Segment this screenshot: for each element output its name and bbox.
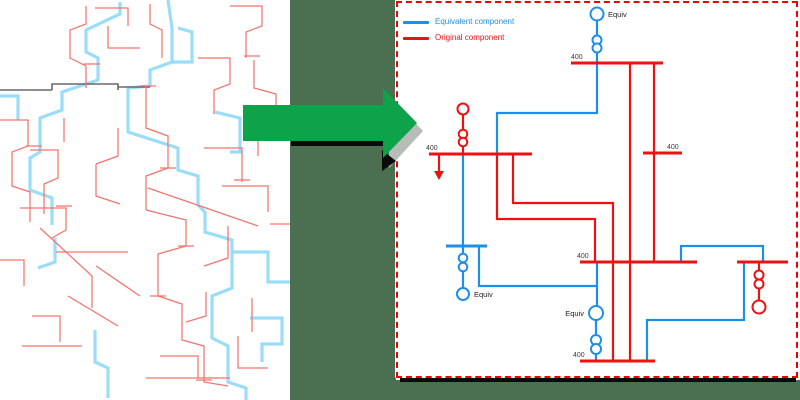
equiv-label-left: Equiv (474, 290, 493, 299)
bus-mid-label: 400 (577, 253, 589, 260)
network-red-line (185, 292, 207, 323)
legend-equivalent-line-swatch (403, 20, 429, 24)
network-red-line (204, 147, 243, 182)
blue-trans-top-b (591, 42, 603, 54)
legend-equivalent-label: Equivalent component (435, 17, 515, 26)
network-red-line (145, 209, 187, 296)
network-red-line (147, 187, 259, 227)
blue-link-busequiv-midgen (477, 246, 597, 288)
network-red-line (253, 60, 277, 120)
blue-trans-left-a (457, 252, 469, 264)
blue-gen-top-circle (589, 6, 605, 22)
legend-original-label: Original component (435, 33, 505, 42)
network-cyan-line (172, 26, 194, 64)
network-red-line (0, 259, 25, 286)
equiv-label-bottom: Equiv (565, 309, 584, 318)
network-cyan-line (250, 316, 284, 362)
network-red-line (160, 355, 199, 378)
network-red-line (69, 6, 87, 88)
bus-left-label: 400 (426, 145, 438, 152)
network-red-line (107, 26, 140, 49)
network-red-line (67, 295, 119, 327)
network-red-line (145, 86, 169, 210)
red-trans-top-b (457, 136, 469, 148)
original-network-diagram (0, 0, 290, 400)
equiv-label-top: Equiv (608, 10, 627, 19)
network-cyan-line (214, 110, 242, 154)
network-red-line (95, 128, 119, 165)
network-red-line (20, 207, 67, 239)
legend-original-line-swatch (403, 36, 429, 40)
network-cyan-line (0, 94, 20, 120)
load-arrow-head (434, 171, 444, 180)
blue-link-busbottom-busfarright (645, 262, 746, 361)
network-red-line (32, 315, 61, 342)
red-line-busleft-busbottom (511, 154, 615, 361)
network-red-line (30, 149, 59, 214)
network-red-line (0, 119, 31, 222)
bus-right-stub-label: 400 (667, 144, 679, 151)
red-gen-right-circle (751, 299, 767, 315)
network-red-line (237, 336, 268, 369)
network-red-line (203, 226, 229, 267)
legend-item-equivalent: Equivalent component (403, 14, 514, 30)
network-cyan-line (93, 330, 110, 398)
network-red-line (95, 164, 121, 205)
network-red-line (257, 119, 277, 156)
equivalent-diagram-panel: Equivalent component Original component … (395, 0, 800, 378)
blue-gen-left-circle (456, 287, 470, 301)
network-red-line (95, 265, 141, 297)
network-red-line (198, 57, 231, 114)
network-cyan-line (28, 2, 122, 225)
network-cyan-line (37, 238, 57, 270)
blue-link-bustop-busleft (495, 63, 599, 154)
network-red-line (149, 4, 163, 58)
red-gen-top-circle (456, 102, 470, 116)
background-band (290, 0, 396, 400)
network-red-line (157, 295, 229, 387)
background-band-bottom (396, 380, 800, 400)
legend-item-original: Original component (403, 30, 514, 46)
blue-link-busmid-busfarright (679, 244, 765, 262)
network-red-line (230, 5, 263, 58)
blue-trans-left-b (457, 261, 469, 273)
network-red-line (95, 7, 129, 26)
legend: Equivalent component Original component (403, 14, 514, 46)
network-red-line (39, 227, 93, 308)
bus-top-label: 400 (571, 54, 583, 61)
panel-drop-shadow (400, 378, 796, 382)
red-line-busleft-busmid (495, 154, 597, 262)
network-cyan-line (232, 250, 290, 284)
red-trans-right-b (753, 278, 765, 290)
bus-bottom-label: 400 (573, 352, 585, 359)
blue-trans-bottom-b (590, 343, 602, 355)
network-red-line (222, 185, 269, 212)
red-trans-right-a (753, 269, 765, 281)
blue-gen-bottom-circle (588, 305, 604, 321)
